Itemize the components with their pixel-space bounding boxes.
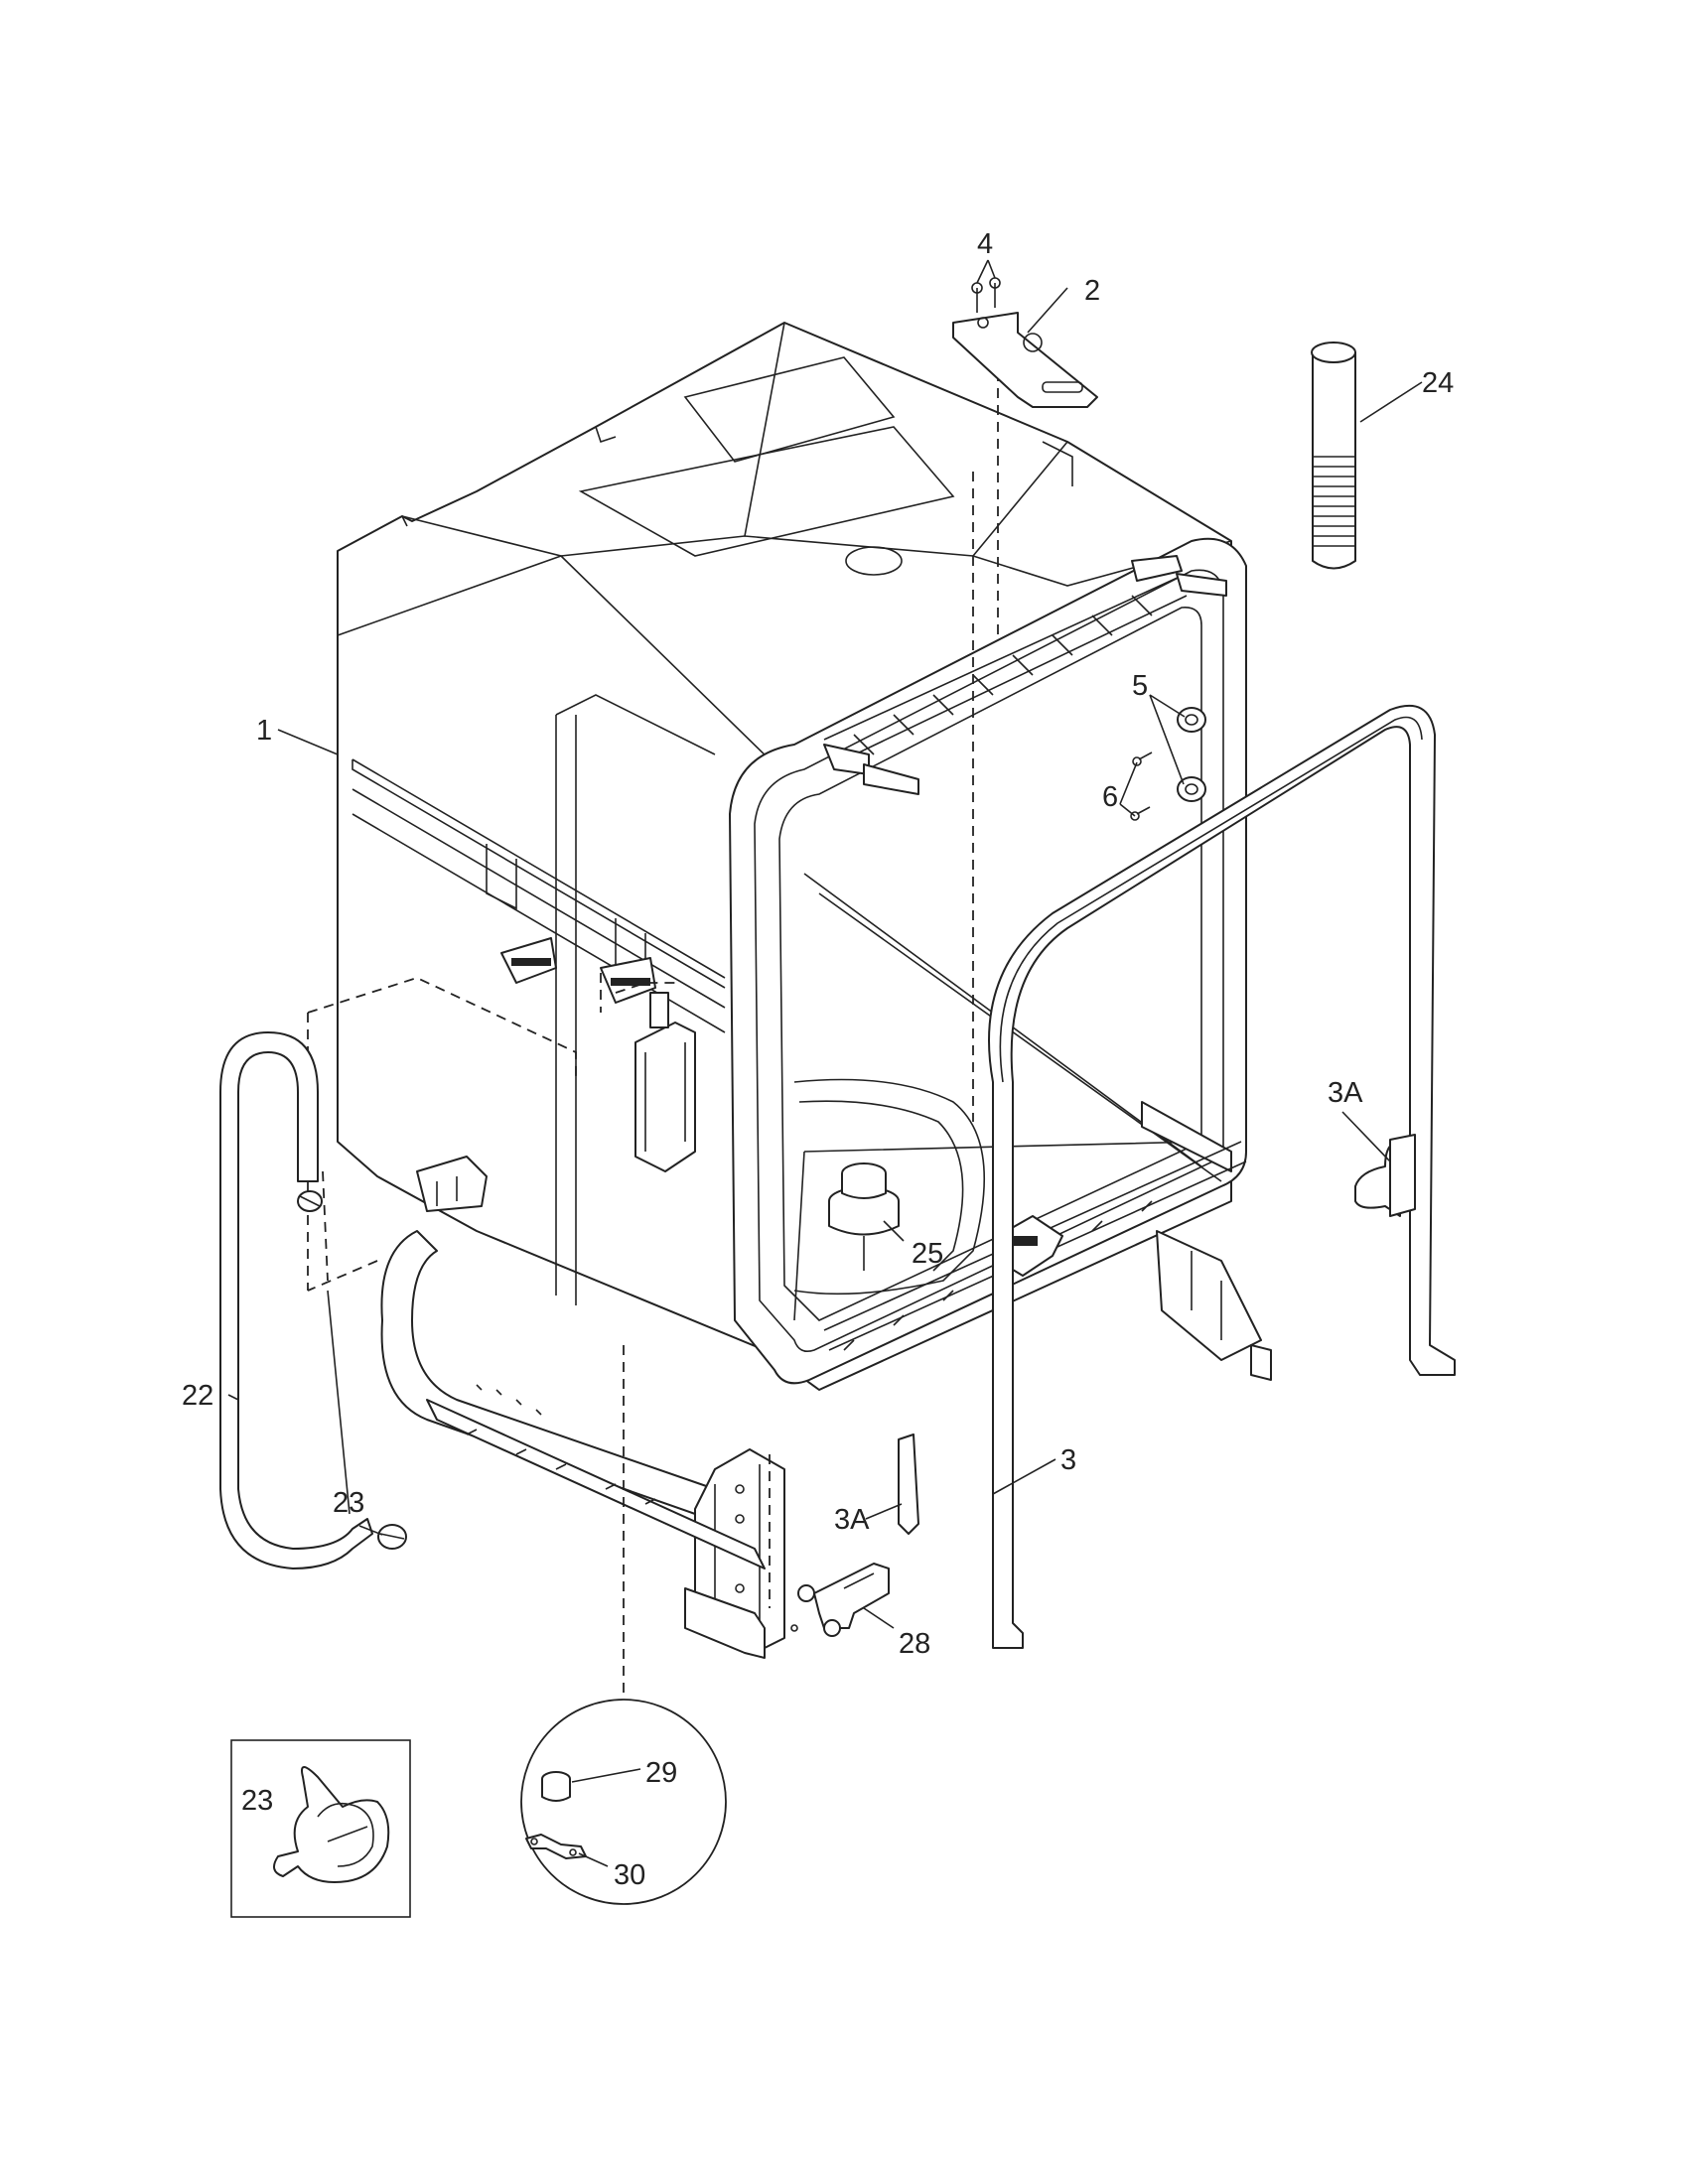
callout-5: 5 <box>1132 670 1148 702</box>
callout-1: 1 <box>256 715 272 747</box>
callout-4: 4 <box>977 228 993 260</box>
float-switch <box>634 992 696 1172</box>
part-28-door-switch <box>797 1563 890 1637</box>
part-6-screws <box>1130 751 1153 821</box>
callout-24: 24 <box>1422 367 1454 399</box>
part-5-rollers <box>1177 707 1206 802</box>
part-4-screws <box>971 277 1001 313</box>
callout-23-main: 23 <box>333 1487 364 1519</box>
part-23-clamp-upper <box>297 1190 323 1212</box>
callout-23-inset: 23 <box>241 1785 273 1817</box>
part-25-motor <box>828 1162 900 1271</box>
sump-area <box>793 1078 986 1296</box>
callout-6: 6 <box>1102 781 1118 813</box>
dishwasher-tub <box>337 322 1272 1659</box>
part-3a-clip-right <box>1354 1134 1416 1217</box>
part-3a-clip-bottom <box>898 1433 919 1535</box>
callout-3: 3 <box>1060 1444 1076 1476</box>
part-3-gasket <box>988 705 1456 1649</box>
inset-circle-parts-29-30 <box>520 1699 727 1905</box>
callout-2: 2 <box>1084 275 1100 307</box>
part-22-drain-hose <box>219 1031 373 1570</box>
callout-29: 29 <box>645 1757 677 1789</box>
part-24-tube <box>1311 341 1356 570</box>
callout-28: 28 <box>899 1628 930 1660</box>
callout-30: 30 <box>614 1859 645 1891</box>
part-23-clamp-lower <box>377 1524 407 1550</box>
inset-box-part-23 <box>230 1739 411 1918</box>
callout-25: 25 <box>912 1238 943 1270</box>
callout-labels: 1 2 4 24 5 6 3A 25 3 3A 22 23 28 23 29 3… <box>182 228 1454 1891</box>
side-bracket-left <box>500 937 557 984</box>
side-bracket-right <box>600 957 656 1004</box>
callout-22: 22 <box>182 1380 213 1412</box>
part-29-plug <box>541 1771 571 1802</box>
callout-3a-bottom: 3A <box>834 1504 870 1536</box>
leader-lines <box>227 259 1423 1867</box>
part-2-mounting-bracket <box>952 312 1098 408</box>
callout-3a-right: 3A <box>1328 1077 1363 1109</box>
